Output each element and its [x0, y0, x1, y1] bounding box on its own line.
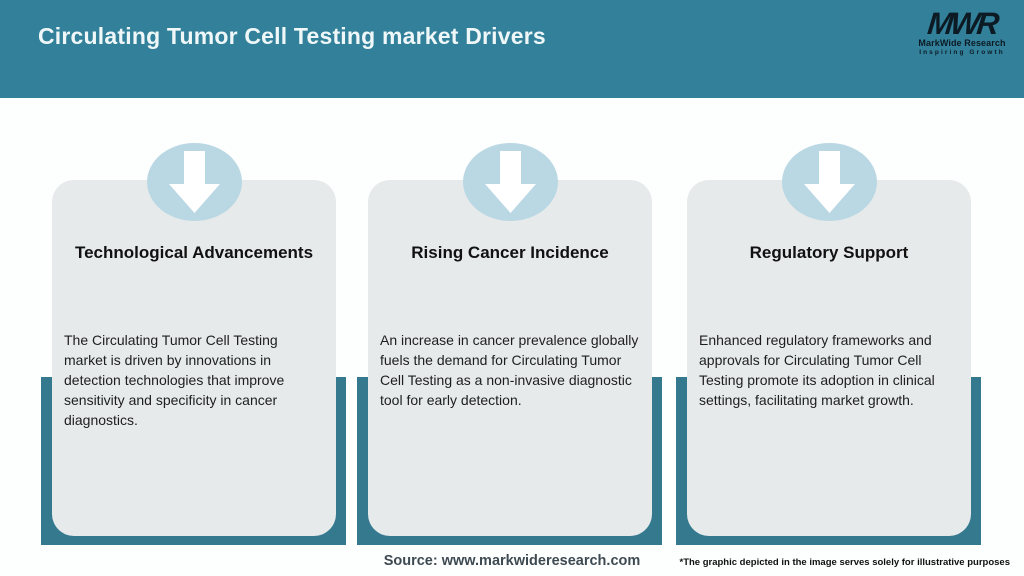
- down-arrow-icon: [463, 143, 558, 221]
- logo-monogram: MWR: [925, 6, 999, 41]
- header-bar: Circulating Tumor Cell Testing market Dr…: [0, 0, 1024, 98]
- card-body-text: The Circulating Tumor Cell Testing marke…: [64, 332, 285, 428]
- logo-company-name: MarkWide Research: [918, 38, 1006, 49]
- card-body-text: Enhanced regulatory frameworks and appro…: [699, 332, 935, 408]
- down-arrow-icon: [782, 143, 877, 221]
- page-title: Circulating Tumor Cell Testing market Dr…: [38, 23, 546, 49]
- driver-card-technological-advancements: Technological Advancements The Circulati…: [52, 180, 336, 536]
- driver-card-rising-cancer-incidence: Rising Cancer Incidence An increase in c…: [368, 180, 652, 536]
- card-title: Rising Cancer Incidence: [411, 243, 609, 262]
- markwide-research-logo: MWR MarkWide Research Inspiring Growth: [914, 6, 1010, 57]
- disclaimer-text: *The graphic depicted in the image serve…: [679, 557, 1011, 568]
- down-arrow-icon: [147, 143, 242, 221]
- logo-tagline: Inspiring Growth: [919, 49, 1005, 57]
- card-title: Regulatory Support: [749, 243, 909, 262]
- card-title: Technological Advancements: [74, 243, 314, 262]
- card-body-text: An increase in cancer prevalence globall…: [380, 332, 639, 408]
- driver-card-regulatory-support: Regulatory Support Enhanced regulatory f…: [687, 180, 971, 536]
- source-text: Source: www.markwideresearch.com: [383, 553, 641, 569]
